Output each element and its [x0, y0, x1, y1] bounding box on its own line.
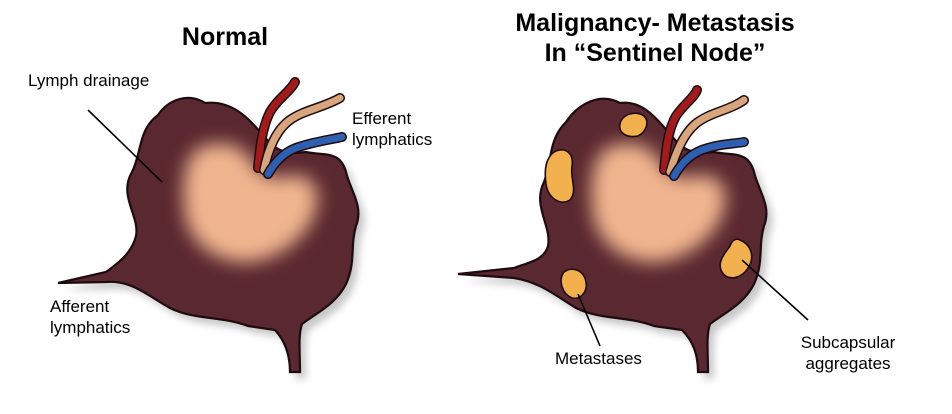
- metastasis-right: [719, 238, 753, 279]
- subcapsular-aggregates-label: Subcapsular aggregates: [780, 332, 916, 374]
- metastases-leader: [577, 293, 601, 347]
- subcapsular-line2: aggregates: [805, 354, 891, 373]
- malignant-title-line2: In “Sentinel Node”: [544, 39, 766, 67]
- metastases-label: Metastases: [555, 349, 642, 368]
- afferent-line1: Afferent: [50, 297, 110, 316]
- normal-title: Normal: [181, 23, 269, 51]
- metastasis-left: [544, 149, 575, 203]
- efferent-line2: lymphatics: [352, 130, 433, 149]
- afferent-lymphatics-label: Afferent lymphatics: [50, 296, 130, 338]
- metastasis-bottom: [560, 268, 588, 300]
- lymph-drainage-leader: [87, 109, 163, 183]
- subcapsular-leader: [741, 259, 809, 321]
- normal-lymph-node: [57, 77, 365, 379]
- malignant-vein-fill: [670, 138, 748, 180]
- malignant-node-core: [591, 143, 726, 263]
- lymph-drainage-label: Lymph drainage: [28, 71, 150, 90]
- malignant-title-line1: Malignancy- Metastasis: [515, 9, 795, 37]
- normal-tan-vessel-fill: [260, 94, 344, 174]
- metastasis-top: [618, 112, 648, 138]
- normal-vein-fill: [264, 133, 346, 178]
- subcapsular-line1: Subcapsular: [800, 333, 896, 352]
- malignant-lymph-node: [457, 85, 809, 379]
- afferent-line2: lymphatics: [50, 318, 131, 337]
- malignant-artery-fill: [660, 86, 701, 174]
- malignant-tan-vessel-fill: [666, 96, 748, 176]
- efferent-line1: Efferent: [352, 109, 412, 128]
- normal-artery-fill: [254, 78, 299, 172]
- normal-node-core: [183, 143, 318, 263]
- malignant-title: Malignancy- Metastasis In “Sentinel Node…: [480, 8, 830, 68]
- efferent-lymphatics-label: Efferent lymphatics: [352, 108, 432, 150]
